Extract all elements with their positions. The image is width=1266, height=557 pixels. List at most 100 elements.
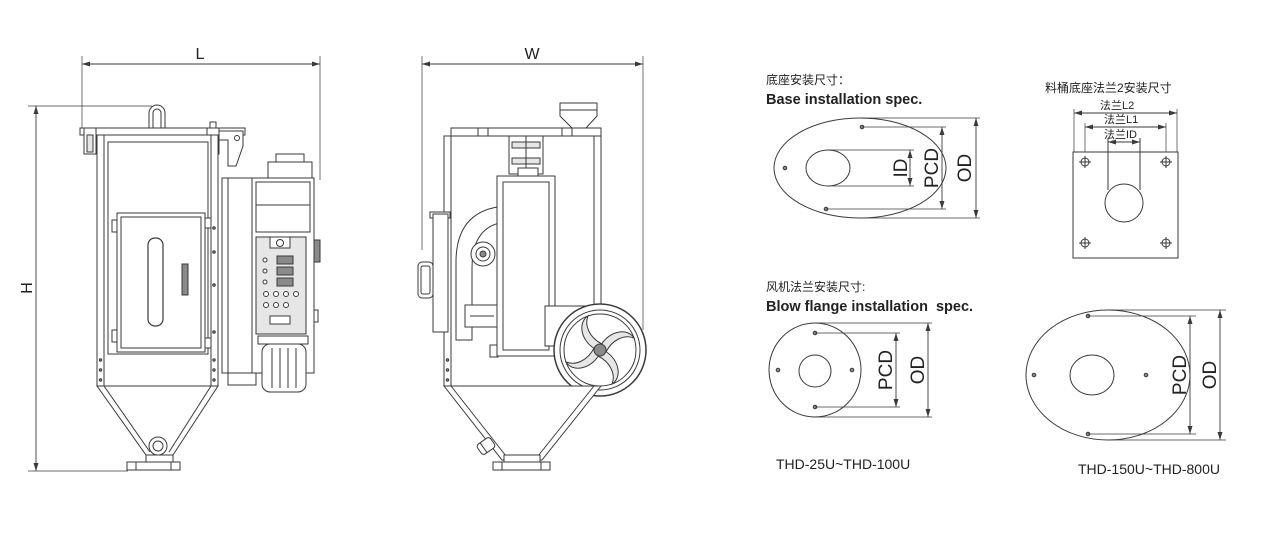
- cleanout-port: [476, 437, 496, 455]
- bolt: [98, 368, 103, 372]
- cone-edge: [537, 385, 595, 457]
- blower-housing: [261, 343, 307, 393]
- width-dimension: W: [421, 46, 644, 330]
- door-hinge: [111, 219, 118, 233]
- pcd-label: PCD: [922, 148, 943, 188]
- large-blow-flange: PCD OD THD-150U~THD-800U: [1025, 309, 1226, 477]
- base-installation-spec: 底座安装尺寸： Base installation spec. ID PCD O…: [766, 72, 980, 219]
- hopper-cone: [442, 385, 603, 461]
- door-handle: [181, 263, 189, 296]
- square-flange-drawing: [1072, 138, 1179, 259]
- pcd-label: PCD: [1170, 355, 1191, 395]
- cabinet-foot: [227, 372, 257, 386]
- base-flange-drawing: [773, 117, 947, 219]
- side-handle-inner: [420, 265, 431, 295]
- bolt: [98, 358, 103, 362]
- indicator-light: [262, 257, 268, 263]
- cone-edge: [103, 385, 151, 453]
- od-label: OD: [1200, 361, 1221, 390]
- small-flange-center-hole: [798, 354, 832, 388]
- base-center-hole: [805, 149, 851, 187]
- blow-spec-title-cn: 风机法兰安装尺寸:: [766, 279, 865, 294]
- sight-glass-slot: [147, 237, 164, 327]
- top-pipe-inner: [152, 108, 162, 130]
- duct-port-inner: [475, 246, 491, 262]
- indicator-light: [262, 268, 268, 274]
- bolt: [445, 378, 450, 382]
- lid-clamp-inner: [86, 134, 94, 153]
- fan-blade: [600, 331, 636, 353]
- timer-display: [276, 277, 294, 287]
- hopper-front: [79, 104, 246, 471]
- cleanout-port: [148, 436, 168, 456]
- bolt-hole: [775, 367, 781, 373]
- control-cabinet-front: [221, 153, 321, 393]
- blow-flange-spec: 风机法兰安装尺寸: Blow flange installation spec.…: [766, 279, 1226, 477]
- base-spec-title-en: Base installation spec.: [766, 92, 922, 108]
- panel-bottom-rail: [257, 335, 309, 345]
- blower-ring: [559, 309, 641, 391]
- side-handle: [417, 261, 434, 299]
- panel-button: [283, 291, 289, 297]
- cone-edge: [450, 385, 507, 457]
- handle-frame: [432, 213, 449, 333]
- panel-button: [273, 302, 279, 308]
- flange-center-hole: [1104, 183, 1144, 223]
- blow-spec-title-en: Blow flange installation spec.: [766, 299, 973, 315]
- fan-blade: [564, 347, 600, 369]
- bolt: [98, 378, 103, 382]
- door-latch: [204, 217, 212, 229]
- front-view: L H: [19, 46, 321, 472]
- door-latch: [204, 337, 212, 349]
- cleanout-port-inner: [152, 440, 164, 452]
- material-inlet: [559, 102, 598, 129]
- side-view: W: [417, 46, 647, 471]
- small-blow-flange: PCD OD THD-25U~THD-100U: [768, 322, 932, 472]
- access-door-inner: [120, 216, 202, 349]
- panel-switch: [269, 315, 291, 325]
- bolt-hole: [849, 367, 855, 373]
- hopper-flange-title: 料桶底座法兰2安装尺寸: [1045, 80, 1172, 95]
- id-label: ID: [891, 159, 912, 178]
- length-label: L: [196, 46, 205, 63]
- small-flange-drawing: [768, 322, 862, 418]
- top-pipe: [148, 104, 166, 130]
- bolt: [212, 378, 216, 382]
- cable-connector: [313, 309, 319, 323]
- cable-connector: [313, 239, 321, 263]
- base-flange: [126, 461, 181, 471]
- panel-button: [263, 302, 269, 308]
- bolt: [212, 330, 216, 334]
- height-dimension: H: [19, 105, 152, 472]
- bolt: [212, 358, 216, 362]
- panel-button: [293, 291, 299, 297]
- blower-motor: [267, 161, 313, 181]
- discharge-neck: [145, 454, 174, 463]
- bolt-hole: [782, 165, 788, 171]
- bolt: [212, 226, 216, 230]
- base-flange-outline: [773, 117, 947, 219]
- duct-port-center: [479, 250, 487, 258]
- bolt: [212, 283, 216, 287]
- large-flange-model-range: THD-150U~THD-800U: [1078, 461, 1220, 477]
- fan-blade: [597, 350, 619, 386]
- bolt: [212, 368, 216, 372]
- cleanout-port-body: [476, 437, 496, 455]
- heater-box: [255, 181, 311, 233]
- panel-ring: [276, 239, 284, 247]
- fan-hub: [593, 343, 607, 357]
- width-label: W: [524, 46, 540, 63]
- flange-l1-label: 法兰L1: [1104, 112, 1138, 126]
- fan-blade: [581, 314, 603, 350]
- base-flange: [492, 461, 551, 471]
- discharge-neck: [503, 454, 541, 463]
- large-flange-center-hole: [1069, 354, 1115, 396]
- temperature-display: [276, 255, 294, 265]
- fan-blades: [564, 314, 636, 386]
- bolt-hole: [1031, 372, 1037, 378]
- temperature-display: [276, 266, 294, 276]
- latch-pin: [234, 135, 240, 141]
- hopper-side: [417, 102, 647, 471]
- length-dimension: L: [81, 46, 321, 180]
